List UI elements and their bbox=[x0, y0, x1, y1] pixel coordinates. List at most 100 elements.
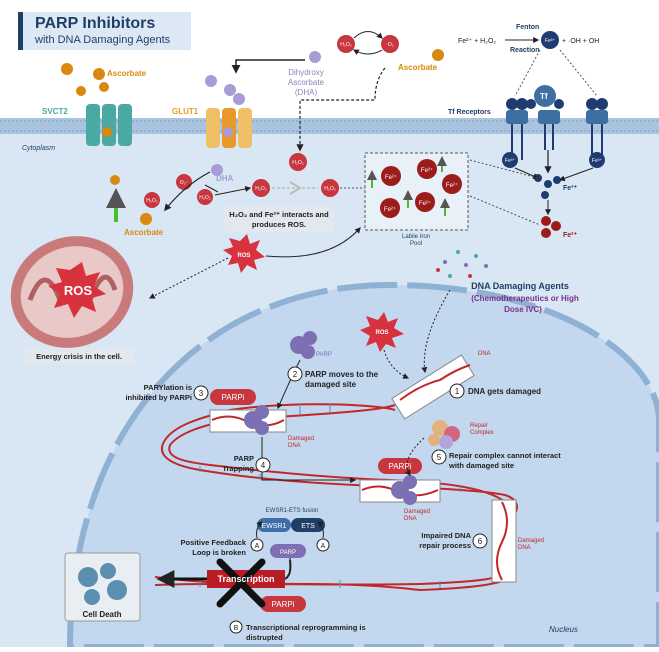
ros-burst bbox=[223, 234, 265, 273]
step-3-num: 3 bbox=[199, 389, 204, 398]
fe3-text: Fe³⁺ bbox=[545, 38, 556, 44]
cell-membrane bbox=[0, 118, 659, 134]
dna-agent-dots bbox=[436, 250, 488, 278]
h2o2-molecule bbox=[321, 179, 339, 197]
repair-complex-label-1: Repair bbox=[470, 423, 488, 429]
step-2-text-1: PARP moves to the bbox=[305, 370, 379, 379]
ascorbate-molecule bbox=[76, 86, 86, 96]
h2o2-molecule bbox=[197, 189, 213, 205]
h2o2-text: H₂O₂ bbox=[255, 186, 266, 192]
parp-pill bbox=[270, 544, 306, 558]
reprogramming-label-1: Transcriptional reprogramming is bbox=[246, 623, 366, 632]
page-subtitle: with DNA Damaging Agents bbox=[35, 34, 171, 46]
feedback-label-2: Loop is broken bbox=[192, 548, 246, 557]
interaction-note-box bbox=[224, 206, 334, 232]
dha-full-label-2: Ascorbate bbox=[288, 78, 325, 87]
mitochondrion bbox=[10, 236, 134, 348]
step-number bbox=[287, 366, 303, 382]
cell-death-label: Cell Death bbox=[82, 610, 121, 619]
marker-a-text: A bbox=[255, 543, 260, 550]
interaction-note-1: H₂O₂ and Fe²⁺ interacts and bbox=[229, 210, 329, 219]
h2o2-molecule bbox=[289, 153, 307, 171]
dna-box-step6 bbox=[491, 499, 517, 583]
dha-molecule bbox=[223, 127, 233, 137]
fe2-molecule bbox=[551, 221, 561, 231]
fenton-products: + ·OH + OH bbox=[562, 38, 599, 45]
fe2-text: Fe²⁺ bbox=[384, 206, 396, 213]
step-5-text-2: with damaged site bbox=[448, 461, 514, 470]
energy-crisis-label: Energy crisis in the cell. bbox=[36, 352, 122, 361]
fe3-text: Fe³⁺ bbox=[505, 158, 516, 164]
fe3-molecule bbox=[589, 152, 605, 168]
step-6-text-1: Impaired DNA bbox=[421, 531, 471, 540]
h2o2-text: H₂O₂ bbox=[324, 186, 335, 192]
o2-text: ·O₂ bbox=[386, 42, 394, 48]
cell-death-icon bbox=[78, 563, 127, 605]
fe-cluster bbox=[544, 180, 552, 188]
reprogramming-label-2: distrupted bbox=[246, 633, 283, 642]
parpi-pill bbox=[378, 458, 422, 474]
dha-molecule bbox=[233, 93, 245, 105]
block-x bbox=[216, 558, 266, 608]
ascorbate-molecule bbox=[93, 68, 105, 80]
dha-full-label-3: (DHA) bbox=[295, 88, 318, 97]
parp-trapped bbox=[244, 405, 269, 435]
step-2-num: 2 bbox=[293, 370, 298, 379]
marker-b-text: B bbox=[234, 625, 239, 632]
tf-label: Tf bbox=[540, 92, 548, 101]
damaged-dna-label-1: Damaged bbox=[518, 538, 544, 544]
step-number bbox=[449, 383, 465, 399]
step-6-text-2: repair process bbox=[419, 541, 471, 550]
glut1-label: GLUT1 bbox=[172, 107, 199, 116]
damaged-dna-label-2: DNA bbox=[518, 545, 531, 551]
parpi-pill bbox=[260, 596, 306, 612]
labile-iron-label-2: Pool bbox=[410, 241, 422, 247]
parp-trapped bbox=[391, 475, 417, 505]
title-box: PARP Inhibitors with DNA Damaging Agents bbox=[18, 12, 191, 50]
h2o2-text: H₂O₂ bbox=[292, 160, 303, 166]
ewsr1-pill bbox=[257, 518, 291, 532]
dha-molecule bbox=[309, 51, 321, 63]
fe2-molecule bbox=[381, 166, 401, 186]
fenton-title: Fenton bbox=[516, 24, 539, 31]
repair-complex-label-2: Complex bbox=[470, 430, 494, 436]
step-4-text-2: Trapping bbox=[222, 464, 254, 473]
parpi-text: PARPi bbox=[222, 393, 245, 402]
damaged-dna-label-1: Damaged bbox=[404, 509, 430, 515]
dha-full-label-1: Dihydroxy bbox=[288, 68, 324, 77]
step-3-text-2: inhibited by PARPi bbox=[125, 393, 192, 402]
transcription-text: Transcription bbox=[217, 574, 274, 584]
fe2-text: Fe²⁺ bbox=[446, 182, 458, 189]
step-number bbox=[431, 449, 447, 465]
fe2-molecule bbox=[541, 216, 551, 226]
step-4-text-1: PARP bbox=[234, 454, 254, 463]
energy-crisis-box bbox=[25, 348, 134, 364]
ros-burst-nucleus bbox=[360, 312, 404, 352]
o2-text: O₂⁻ bbox=[180, 180, 189, 186]
step-number bbox=[193, 385, 209, 401]
dha-label: DHA bbox=[216, 174, 234, 183]
ascorbate-molecule bbox=[110, 175, 120, 185]
parpi-text: PARPi bbox=[389, 462, 412, 471]
damaged-dna-label-1: Damaged bbox=[288, 436, 314, 442]
tf-receptor-middle bbox=[526, 85, 564, 150]
parp-protein bbox=[290, 331, 317, 359]
fe2-molecule bbox=[415, 192, 435, 212]
page-title: PARP Inhibitors bbox=[35, 15, 156, 32]
damaged-dna-label-2: DNA bbox=[288, 443, 301, 449]
ascorbate-molecule bbox=[140, 213, 152, 225]
marker-a-left bbox=[250, 538, 264, 552]
fe3-molecule bbox=[541, 31, 559, 49]
fe3-molecule bbox=[502, 152, 518, 168]
dha-molecule bbox=[211, 164, 223, 176]
ascorbate-molecule bbox=[61, 63, 73, 75]
dna-agents-label-3: Dose IVC) bbox=[504, 305, 542, 314]
ascorbate-label-inside: Ascorbate bbox=[124, 228, 164, 237]
cytoplasm-label: Cytoplasm bbox=[22, 145, 55, 152]
fe-cluster bbox=[553, 176, 561, 184]
fe2-text: Fe²⁺ bbox=[421, 167, 433, 174]
fenton-reaction: Reaction bbox=[510, 47, 540, 54]
marker-b bbox=[229, 620, 243, 634]
ets-pill bbox=[291, 518, 325, 532]
step-4-num: 4 bbox=[261, 461, 266, 470]
